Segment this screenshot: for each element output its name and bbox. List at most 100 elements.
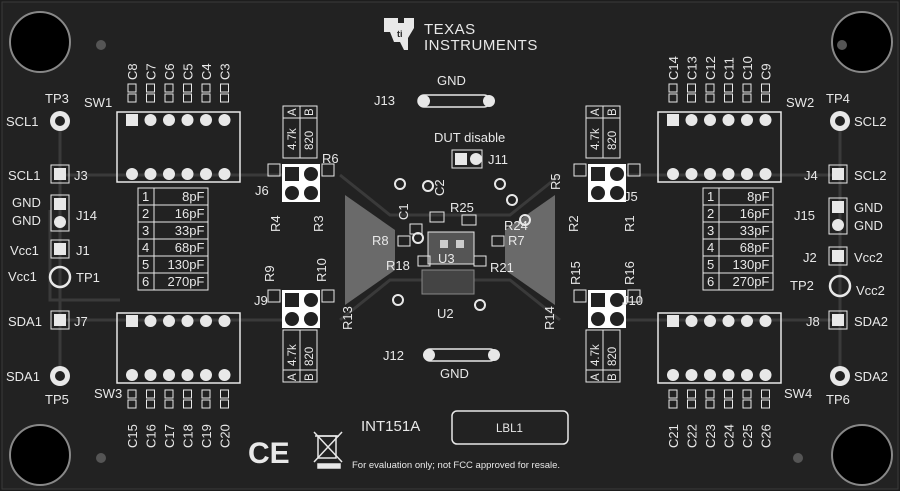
capacitor-pad — [742, 93, 752, 103]
switch-sw2[interactable] — [657, 111, 782, 183]
res-table-b: B — [607, 108, 619, 116]
switch-sw3[interactable] — [116, 312, 241, 384]
label-gnd-j14a: GND — [12, 195, 41, 210]
switch-pad — [741, 168, 753, 180]
label-gnd-j15b: GND — [854, 218, 883, 233]
capacitor-pad — [164, 93, 174, 103]
testpoint-tp1[interactable] — [48, 265, 72, 289]
capacitor-pad — [127, 93, 137, 103]
switch-sw1[interactable] — [116, 111, 241, 183]
label-box — [451, 410, 569, 445]
ref-sw1: SW1 — [84, 95, 112, 110]
ref-r2: R2 — [566, 215, 581, 232]
switch-pad — [685, 315, 698, 327]
cap-table-num: 5 — [142, 257, 149, 272]
capacitor-pad — [705, 83, 715, 93]
res-table-a-val: 4.7k — [287, 128, 299, 150]
switch-pad — [218, 315, 231, 327]
capacitor-ref: C12 — [703, 56, 718, 80]
board-name: INT151A — [361, 418, 420, 435]
ref-r9: R9 — [262, 265, 277, 282]
testpoint-tp2[interactable] — [828, 274, 852, 298]
switch-pad — [163, 114, 175, 126]
switch-pad — [144, 114, 157, 126]
capacitor-ref: C18 — [181, 424, 196, 448]
capacitor-pad — [687, 399, 696, 409]
ref-r5: R5 — [548, 173, 563, 190]
capacitor-pad — [201, 93, 211, 103]
ref-j1: J1 — [76, 243, 90, 258]
pad-j8[interactable] — [828, 310, 848, 330]
capacitor-pad — [705, 399, 715, 409]
switch-pad — [200, 315, 212, 327]
ref-r15: R15 — [568, 261, 583, 285]
pad-j7[interactable] — [50, 310, 70, 330]
capacitor-pad — [668, 93, 678, 103]
ref-u3: U3 — [438, 251, 455, 266]
switch-pad — [126, 369, 138, 381]
capacitor-ref: C19 — [199, 424, 214, 448]
switch-pad — [667, 315, 679, 327]
ref-j6: J6 — [255, 183, 269, 198]
cap-table-value: 130pF — [168, 257, 205, 272]
capacitor-ref: C5 — [181, 63, 196, 80]
res-table-a-val: 4.7k — [590, 128, 602, 150]
right-edge: TP4 SCL2 J4 SCL2 J15 GND GND J2 Vcc2 TP2… — [790, 91, 888, 407]
cap-table-value: 8pF — [182, 189, 204, 204]
pad-j3[interactable] — [50, 164, 70, 184]
ref-sw2: SW2 — [786, 95, 814, 110]
mounting-hole-tr — [831, 11, 893, 73]
cap-table-num: 3 — [142, 223, 149, 238]
res-table-b-val: 820 — [304, 131, 316, 150]
ref-j8: J8 — [806, 314, 820, 329]
capacitor-ref: C26 — [759, 424, 774, 448]
switch-pad — [667, 114, 679, 126]
brand-line2: INSTRUMENTS — [424, 37, 538, 54]
label-sda2-bottom: SDA2 — [854, 369, 888, 384]
dut-disable-label: DUT disable — [434, 130, 505, 145]
ref-r18: R18 — [386, 258, 410, 273]
switch-pad — [200, 369, 212, 381]
ref-r7: R7 — [508, 233, 525, 248]
capacitor-ref: C3 — [218, 63, 233, 80]
pad-j2[interactable] — [828, 246, 848, 266]
res-table-b: B — [304, 373, 316, 381]
cap-table-value: 270pF — [733, 274, 770, 289]
ref-j2: J2 — [803, 250, 817, 265]
pad-j1[interactable] — [50, 239, 70, 259]
pad-j4[interactable] — [828, 164, 848, 184]
cap-table-value: 33pF — [740, 223, 770, 238]
pad-j15[interactable] — [828, 197, 848, 235]
ref-c2: C2 — [432, 179, 447, 196]
label-scl2-top: SCL2 — [854, 114, 887, 129]
capacitor-ref: C16 — [144, 424, 159, 448]
capacitor-ref: C7 — [144, 63, 159, 80]
ref-sw4: SW4 — [784, 386, 812, 401]
ref-u2: U2 — [437, 306, 454, 321]
capacitor-pad — [183, 93, 192, 103]
capacitor-pad — [687, 93, 696, 103]
cap-table-value: 68pF — [740, 240, 770, 255]
switch-pad — [685, 114, 698, 126]
capacitor-ref: C24 — [722, 424, 737, 448]
capacitor-ref: C11 — [722, 57, 737, 80]
switch-pad — [685, 168, 698, 180]
capacitor-pad — [668, 389, 678, 399]
label-vcc1-tp1: Vcc1 — [8, 269, 37, 284]
switch-pad — [704, 369, 716, 381]
label-scl1-top: SCL1 — [6, 114, 39, 129]
switch-sw4[interactable] — [657, 312, 782, 384]
pad-j14[interactable] — [50, 194, 70, 232]
svg-text:ti: ti — [397, 29, 403, 39]
ref-j10: J10 — [622, 293, 643, 308]
cap-table-num: 3 — [707, 223, 714, 238]
capacitor-pad — [761, 83, 770, 93]
cap-table-num: 1 — [707, 189, 714, 204]
capacitor-pad — [146, 389, 155, 399]
ic-u3 — [427, 231, 475, 265]
switch-pad — [218, 369, 231, 381]
capacitor-pad — [201, 399, 211, 409]
capacitor-pad — [687, 83, 696, 93]
cap-table-value: 16pF — [740, 206, 770, 221]
